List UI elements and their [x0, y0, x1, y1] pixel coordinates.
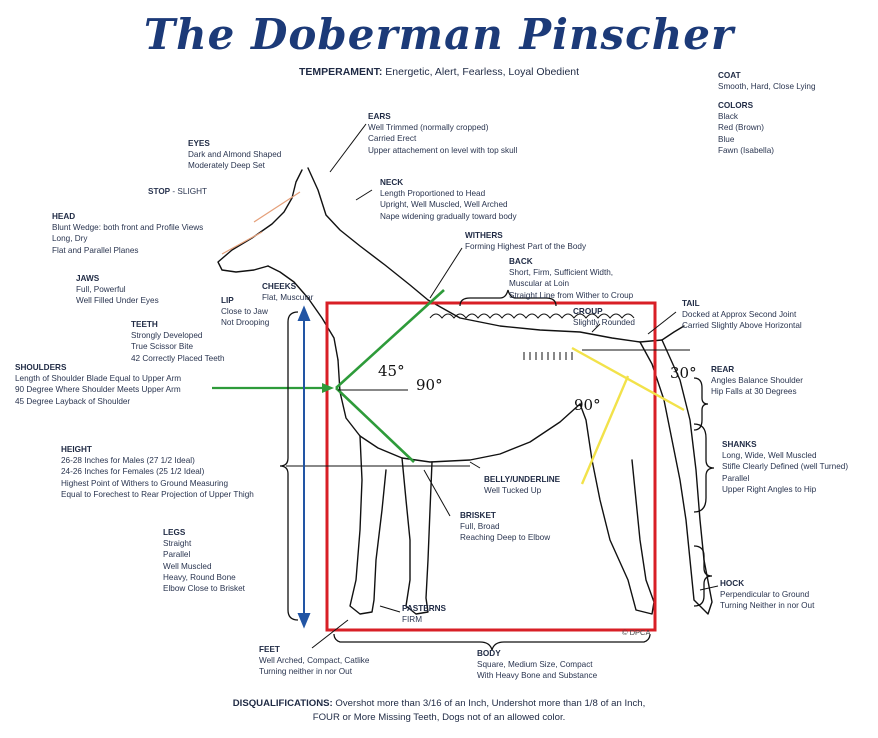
label-cheeks: CHEEKS Flat, Muscular — [262, 282, 314, 303]
label-lip: LIP Close to Jaw Not Drooping — [221, 296, 270, 328]
angle-30: 30° — [670, 364, 697, 382]
label-withers: WITHERS Forming Highest Part of the Body — [465, 231, 587, 252]
label-tail: TAIL Docked at Approx Second Joint Carri… — [682, 299, 802, 331]
label-hock: HOCK Perpendicular to Ground Turning Nei… — [720, 579, 815, 611]
temperament-text: Energetic, Alert, Fearless, Loyal Obedie… — [385, 66, 580, 78]
rear-angle-lines — [571, 346, 685, 485]
label-height: HEIGHT 26-28 Inches for Males (27 1/2 Id… — [61, 445, 254, 499]
label-neck: NECK Length Proportioned to Head Upright… — [380, 178, 517, 221]
disqualifications-line-2: FOUR or More Missing Teeth, Dogs not of … — [312, 712, 566, 723]
stop-accent — [221, 191, 301, 255]
spine-detail — [429, 313, 635, 360]
label-back: BACK Short, Firm, Sufficient Width, Musc… — [509, 257, 634, 300]
reference-lines — [286, 349, 690, 467]
angle-90-rear: 90° — [574, 396, 601, 414]
label-croup: CROUP Slightly Rounded — [573, 307, 635, 328]
brackets — [279, 289, 715, 651]
label-stop: STOP - SLIGHT — [148, 187, 208, 196]
disqualifications: DISQUALIFICATIONS: Overshot more than 3/… — [0, 697, 878, 725]
label-feet: FEET Well Arched, Compact, Catlike Turni… — [259, 645, 370, 677]
page-title: The Doberman Pinscher — [143, 10, 735, 59]
label-eyes: EYES Dark and Almond Shaped Moderately D… — [188, 139, 282, 171]
temperament-heading: TEMPERAMENT: — [298, 66, 383, 78]
label-legs: LEGS Straight Parallel Well Muscled Heav… — [163, 528, 245, 594]
label-brisket: BRISKET Full, Broad Reaching Deep to Elb… — [460, 511, 551, 543]
temperament-line: TEMPERAMENT: Energetic, Alert, Fearless,… — [0, 66, 878, 78]
label-pasterns: PASTERNS FIRM — [402, 604, 446, 625]
label-colors: COLORS Black Red (Brown) Blue Fawn (Isab… — [718, 101, 774, 155]
label-shanks: SHANKS Long, Wide, Well Muscled Stifle C… — [722, 440, 849, 494]
label-rear: REAR Angles Balance Shoulder Hip Falls a… — [711, 365, 803, 397]
label-body: BODY Square, Medium Size, Compact With H… — [477, 649, 598, 681]
height-arrow — [297, 305, 311, 629]
disqualifications-line-1: DISQUALIFICATIONS: Overshot more than 3/… — [232, 698, 646, 709]
shoulder-angle-lines — [335, 289, 445, 463]
label-shoulders: SHOULDERS Length of Shoulder Blade Equal… — [15, 363, 182, 406]
label-belly: BELLY/UNDERLINE Well Tucked Up — [484, 475, 561, 496]
label-coat: COAT Smooth, Hard, Close Lying — [718, 71, 816, 92]
leader-lines — [311, 123, 719, 649]
label-head: HEAD Blunt Wedge: both front and Profile… — [52, 212, 204, 255]
label-jaws: JAWS Full, Powerful Well Filled Under Ey… — [76, 274, 159, 306]
label-ears: EARS Well Trimmed (normally cropped) Car… — [368, 112, 518, 155]
angle-90-shoulder: 90° — [416, 376, 443, 394]
label-teeth: TEETH Strongly Developed True Scissor Bi… — [131, 320, 225, 363]
shoulder-arrowhead — [322, 383, 334, 393]
copyright: © DPCA — [622, 628, 651, 637]
angle-45: 45° — [378, 362, 405, 380]
